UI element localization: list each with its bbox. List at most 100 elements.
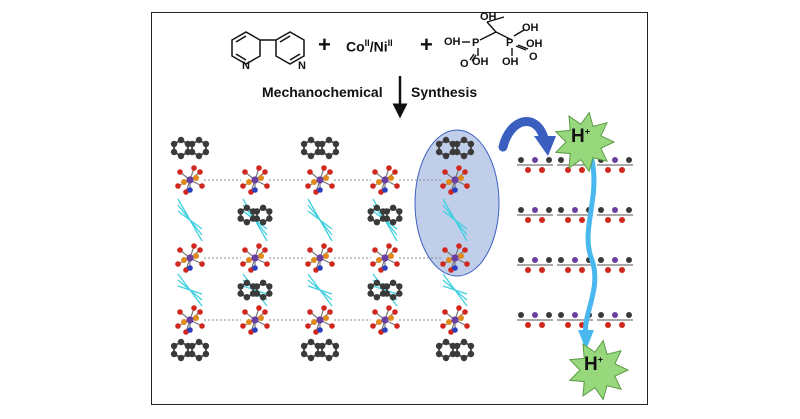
nitrogen-atom [452, 187, 458, 193]
bipyridine-ring-carbon-atom [325, 136, 333, 144]
oxygen-atom [394, 323, 400, 329]
oxygen-atom [264, 183, 270, 189]
proton-label-top: H+ [571, 126, 590, 147]
oxygen-atom [440, 323, 446, 329]
oxygen-atom [456, 305, 462, 311]
bipyridine-ring-carbon-atom [243, 204, 251, 211]
oxygen-atom [329, 261, 335, 267]
hedp-p-right: P [506, 37, 514, 49]
oxygen-atom [240, 323, 246, 329]
oxygen-atom [191, 305, 197, 311]
oxygen-atom [242, 309, 248, 315]
oxygen-atom [372, 309, 378, 315]
bipyridine-ring-carbon-atom [332, 342, 340, 350]
bipyridine-ring-carbon-atom [195, 338, 203, 346]
plus-sign-1: + [318, 32, 331, 57]
metal-atom [451, 316, 459, 324]
oxygen-atom [442, 309, 448, 315]
phosphorus-atom [258, 253, 264, 259]
bipyridine-ring-carbon-atom [396, 283, 403, 290]
bipyridine-ring-carbon-atom [442, 338, 450, 346]
bipyridine-ring-carbon-atom [396, 215, 403, 222]
chain-atom [612, 312, 618, 318]
phosphorus-atom [246, 179, 252, 185]
oxygen-atom [456, 165, 462, 171]
oxygen-atom [394, 183, 400, 189]
bipyridine-ring-carbon-atom [467, 140, 475, 148]
phosphorus-atom [193, 253, 199, 259]
bipyridine-ring-carbon-atom [325, 152, 333, 160]
oxygen-atom [327, 247, 333, 253]
synthesis-label: Synthesis [411, 84, 478, 100]
oxygen-atom [242, 247, 248, 253]
bipyridine-ring-carbon-atom [177, 338, 185, 346]
chain-atom [518, 207, 524, 213]
chain-atom [626, 207, 632, 213]
bipyridine-ring-carbon-atom [460, 354, 468, 362]
oxygen-atom [264, 261, 270, 267]
bipyridine-ring-carbon-atom [435, 350, 443, 358]
metal-atom [381, 316, 389, 324]
oxygen-atom [442, 247, 448, 253]
hydrogen-bond [177, 285, 203, 295]
chain-atom [558, 312, 564, 318]
proton-label-bottom: H+ [584, 354, 603, 375]
oxygen-atom [307, 309, 313, 315]
chain-atom [565, 322, 571, 328]
chain-atom [565, 217, 571, 223]
oxygen-atom [392, 169, 398, 175]
bipyridine-ring-carbon-atom [383, 208, 391, 215]
bipyridine-ring-carbon-atom [202, 148, 210, 156]
oxygen-atom [262, 247, 268, 253]
oxygen-atom [175, 261, 181, 267]
nitrogen-atom [317, 265, 323, 271]
hydrogen-bond [307, 285, 333, 295]
bipyridine-ring-carbon-atom [237, 290, 244, 297]
oxygen-atom [175, 183, 181, 189]
bipyridine-ring-carbon-atom [396, 208, 403, 215]
plus-sign-2: + [420, 32, 433, 57]
phosphorus-atom [323, 315, 329, 321]
oxygen-atom [329, 323, 335, 329]
phosphorus-atom [181, 179, 187, 185]
oxygen-atom [372, 247, 378, 253]
oxygen-atom [321, 243, 327, 249]
metal-atom [316, 176, 324, 184]
bipyridine-ring-carbon-atom [435, 342, 443, 350]
chain-atom [565, 267, 571, 273]
bipyridine-ring-carbon-atom [389, 204, 397, 211]
bipyridine-ring-carbon-atom [383, 215, 391, 222]
bipyridine-ring-carbon-atom [170, 342, 178, 350]
bipyridine-ring-carbon-atom [170, 140, 178, 148]
hydrogen-bond [177, 210, 203, 230]
metal-atom [451, 254, 459, 262]
oxygen-atom [321, 165, 327, 171]
hedp-structure [462, 16, 529, 62]
nitrogen-atom [187, 327, 193, 333]
chain-atom [518, 157, 524, 163]
oxygen-atom [462, 309, 468, 315]
bipyridine-ring-carbon-atom [307, 354, 315, 362]
nitrogen-atom [452, 265, 458, 271]
oxygen-atom [392, 247, 398, 253]
chain-atom [619, 217, 625, 223]
phosphorus-atom [388, 315, 394, 321]
chain-atom [558, 207, 564, 213]
metal-atom [186, 176, 194, 184]
oxygen-atom [305, 323, 311, 329]
phosphorus-atom [446, 179, 452, 185]
hydrogen-bond [307, 210, 333, 230]
hedp-o-left: O [460, 58, 469, 70]
oxygen-atom [191, 243, 197, 249]
bipyridine-ring-carbon-atom [195, 136, 203, 144]
bipyridine-ring-carbon-atom [467, 350, 475, 358]
oxygen-atom [392, 309, 398, 315]
oxygen-atom [307, 169, 313, 175]
proton-conducting-chain [517, 157, 633, 328]
oxygen-atom [240, 261, 246, 267]
bipyridine-ring-carbon-atom [188, 148, 196, 156]
oxygen-atom [440, 261, 446, 267]
metal-atom [451, 176, 459, 184]
chain-atom [546, 257, 552, 263]
hedp-oh-left-bottom: OH [472, 56, 489, 68]
